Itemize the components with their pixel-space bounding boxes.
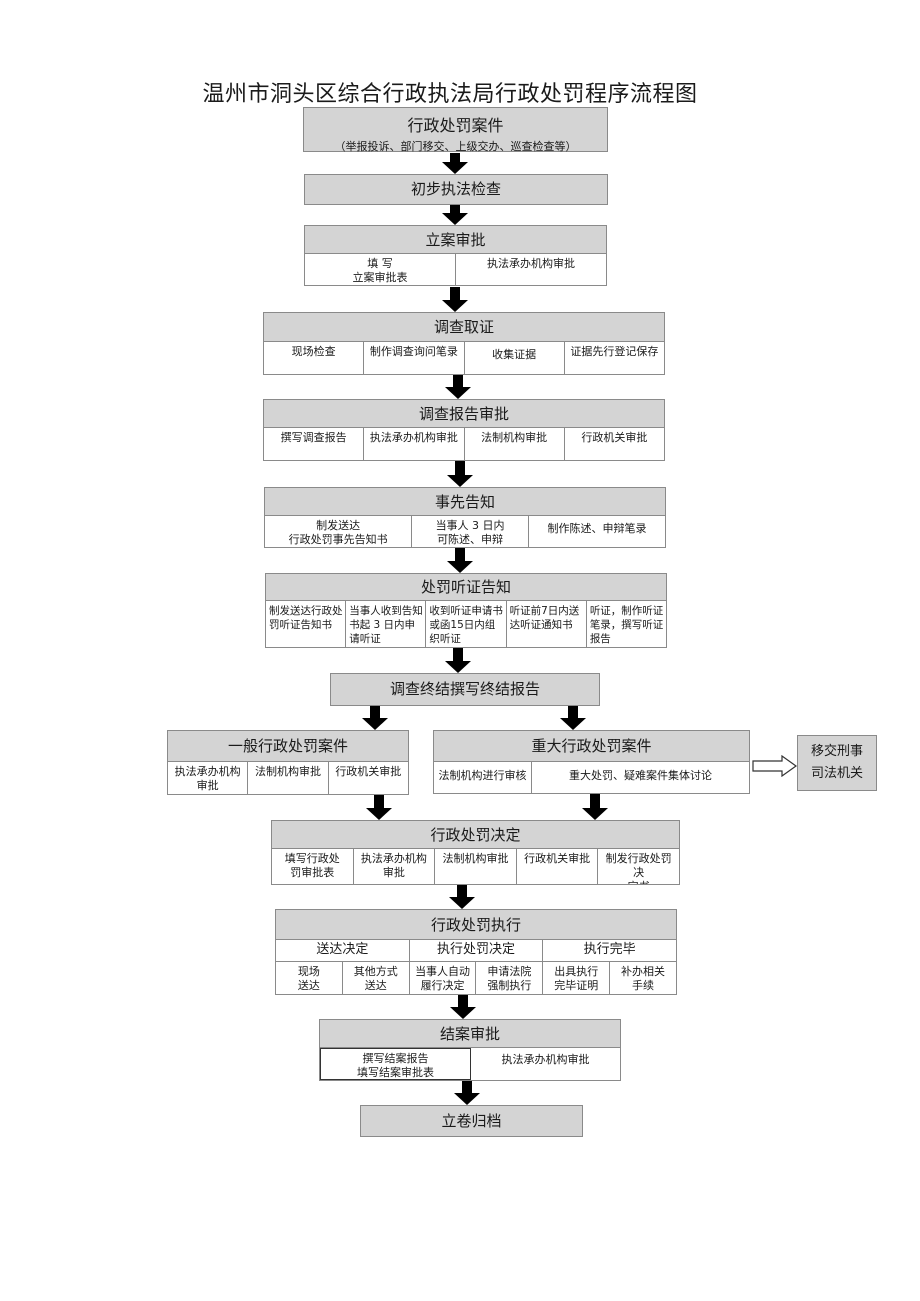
decision-cell-5: 制发行政处罚决 定书 <box>605 852 672 884</box>
execution-group-3: 执行完毕 <box>583 942 636 957</box>
general-case-title: 一般行政处罚案件 <box>168 731 408 762</box>
transfer-arrow <box>752 755 798 777</box>
report-approval-title: 调查报告审批 <box>264 400 664 428</box>
hearing-notice-cell-5: 听证，制作听证笔录，撰写听证报告 <box>589 605 664 645</box>
report-approval-cell-2: 执法承办机构审批 <box>364 428 465 460</box>
major-case-title: 重大行政处罚案件 <box>434 731 749 762</box>
case-box: 行政处罚案件 （举报投诉、部门移交、上级交办、巡查检查等） <box>303 107 608 153</box>
filing-title: 立案审批 <box>305 226 606 254</box>
hearing-notice-cell-1: 制发送达行政处罚听证告知书 <box>266 601 347 647</box>
hearing-notice-cell-3: 收到听证申请书或函15日内组织听证 <box>426 601 507 647</box>
general-case-cell-1: 执法承办机构 审批 <box>168 762 249 794</box>
report-approval-cell-3: 法制机构审批 <box>465 428 565 460</box>
investigation-cell-2: 制作调查询问笔录 <box>364 342 465 374</box>
execution-box: 行政处罚执行 送达决定 执行处罚决定 执行完毕 现场 送达 其他方式 送达 当事… <box>275 909 677 995</box>
case-subtitle: （举报投诉、部门移交、上级交办、巡查检查等） <box>334 140 577 153</box>
execution-cell-4: 申请法院 强制执行 <box>476 962 544 994</box>
investigation-title: 调查取证 <box>264 313 664 342</box>
final-report-box: 调查终结撰写终结报告 <box>330 673 600 706</box>
decision-cell-4: 行政机关审批 <box>517 849 599 884</box>
transfer-line-1: 移交刑事 <box>810 744 863 759</box>
general-case-cell-3: 行政机关审批 <box>335 765 402 778</box>
report-approval-cell-1: 撰写调查报告 <box>264 428 365 460</box>
execution-title: 行政处罚执行 <box>276 910 676 940</box>
hearing-notice-box: 处罚听证告知 制发送达行政处罚听证告知书 当事人收到告知书起 3 日内申请听证 … <box>265 573 667 648</box>
closing-cell-2: 执法承办机构审批 <box>501 1053 590 1066</box>
closing-cell-1: 撰写结案报告 填写结案审批表 <box>320 1048 471 1080</box>
general-case-cell-2: 法制机构审批 <box>248 762 329 794</box>
report-approval-cell-4: 行政机关审批 <box>581 431 648 444</box>
closing-box: 结案审批 撰写结案报告 填写结案审批表 执法承办机构审批 <box>319 1019 621 1081</box>
preliminary-title: 初步执法检查 <box>410 180 501 198</box>
hearing-notice-title: 处罚听证告知 <box>266 574 666 601</box>
decision-box: 行政处罚决定 填写行政处 罚审批表 执法承办机构 审批 法制机构审批 行政机关审… <box>271 820 680 885</box>
execution-cell-5: 出具执行 完毕证明 <box>543 962 611 994</box>
filing-cell-2: 执法承办机构审批 <box>487 257 575 270</box>
transfer-line-2: 司法机关 <box>810 766 863 781</box>
archive-box: 立卷归档 <box>360 1105 583 1137</box>
execution-cell-1: 现场 送达 <box>276 962 343 994</box>
major-case-cell-2: 重大处罚、疑难案件集体讨论 <box>569 769 712 782</box>
prior-notice-cell-2: 当事人 3 日内 可陈述、申辩 <box>412 516 529 547</box>
execution-cell-3: 当事人自动 履行决定 <box>410 962 477 994</box>
transfer-box: 移交刑事 司法机关 <box>797 735 877 791</box>
execution-cell-2: 其他方式 送达 <box>343 962 410 994</box>
final-report-title: 调查终结撰写终结报告 <box>389 680 540 698</box>
filing-cell-1: 填 写 立案审批表 <box>305 254 456 285</box>
archive-title: 立卷归档 <box>441 1112 502 1130</box>
hearing-notice-cell-4: 听证前7日内送达听证通知书 <box>507 601 587 647</box>
prior-notice-cell-1: 制发送达 行政处罚事先告知书 <box>265 516 413 547</box>
investigation-cell-3: 收集证据 <box>465 342 565 374</box>
decision-cell-1: 填写行政处 罚审批表 <box>272 849 354 884</box>
execution-group-1: 送达决定 <box>276 940 410 961</box>
major-case-cell-1: 法制机构进行审核 <box>434 762 532 793</box>
filing-box: 立案审批 填 写 立案审批表 执法承办机构审批 <box>304 225 607 286</box>
execution-group-2: 执行处罚决定 <box>410 940 544 961</box>
prior-notice-title: 事先告知 <box>265 488 665 516</box>
execution-cell-6: 补办相关 手续 <box>621 965 666 992</box>
prior-notice-cell-3: 制作陈述、申辩笔录 <box>547 522 647 535</box>
hearing-notice-cell-2: 当事人收到告知书起 3 日内申请听证 <box>346 601 427 647</box>
major-case-box: 重大行政处罚案件 法制机构进行审核 重大处罚、疑难案件集体讨论 <box>433 730 750 794</box>
decision-cell-2: 执法承办机构 审批 <box>354 849 436 884</box>
investigation-cell-4: 证据先行登记保存 <box>570 345 659 358</box>
decision-cell-3: 法制机构审批 <box>435 849 517 884</box>
general-case-box: 一般行政处罚案件 执法承办机构 审批 法制机构审批 行政机关审批 <box>167 730 409 795</box>
page-title: 温州市洞头区综合行政执法局行政处罚程序流程图 <box>202 82 698 107</box>
preliminary-box: 初步执法检查 <box>304 174 608 205</box>
decision-title: 行政处罚决定 <box>272 821 679 849</box>
investigation-box: 调查取证 现场检查 制作调查询问笔录 收集证据 证据先行登记保存 <box>263 312 665 375</box>
investigation-cell-1: 现场检查 <box>264 342 365 374</box>
closing-title: 结案审批 <box>320 1020 620 1048</box>
prior-notice-box: 事先告知 制发送达 行政处罚事先告知书 当事人 3 日内 可陈述、申辩 制作陈述… <box>264 487 666 548</box>
case-title: 行政处罚案件 <box>407 116 504 135</box>
report-approval-box: 调查报告审批 撰写调查报告 执法承办机构审批 法制机构审批 行政机关审批 <box>263 399 665 461</box>
